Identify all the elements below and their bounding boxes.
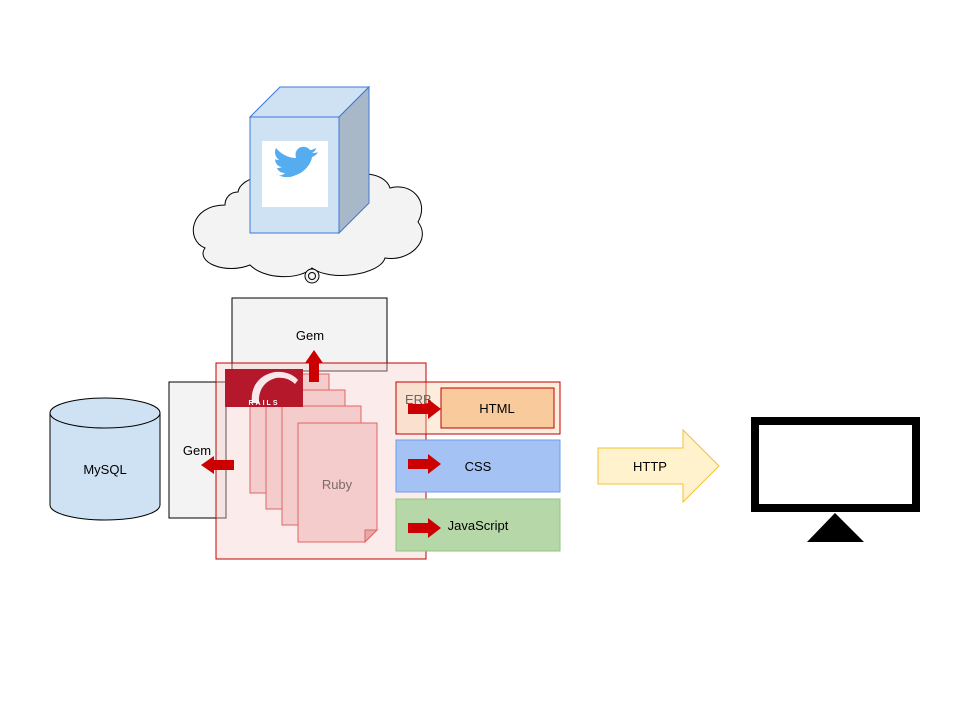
arrow-to-javascript bbox=[408, 518, 441, 538]
gem-left-label: Gem bbox=[183, 443, 211, 458]
server-cube bbox=[248, 85, 371, 235]
gem-top-label: Gem bbox=[296, 328, 324, 343]
gem-top-box: Gem bbox=[231, 297, 388, 372]
mysql-label: MySQL bbox=[83, 462, 126, 477]
rails-logo-label: RAILS bbox=[249, 400, 280, 407]
rails-logo: RAILS bbox=[225, 369, 303, 407]
javascript-label: JavaScript bbox=[448, 518, 509, 533]
arrow-to-html bbox=[408, 399, 441, 419]
twitter-bird-icon bbox=[275, 146, 318, 178]
ruby-label: Ruby bbox=[322, 477, 353, 492]
html-box: HTML bbox=[440, 387, 555, 429]
arrow-to-gem-left bbox=[201, 456, 234, 474]
html-label: HTML bbox=[479, 401, 514, 416]
mysql-database: MySQL bbox=[49, 397, 161, 521]
http-label: HTTP bbox=[633, 459, 667, 474]
http-arrow: HTTP bbox=[597, 428, 720, 504]
css-label: CSS bbox=[465, 459, 492, 474]
arrow-to-gem-top bbox=[305, 350, 323, 382]
arrow-to-css bbox=[408, 454, 441, 474]
erb-label: ERB bbox=[405, 392, 432, 407]
monitor-icon bbox=[751, 417, 920, 542]
